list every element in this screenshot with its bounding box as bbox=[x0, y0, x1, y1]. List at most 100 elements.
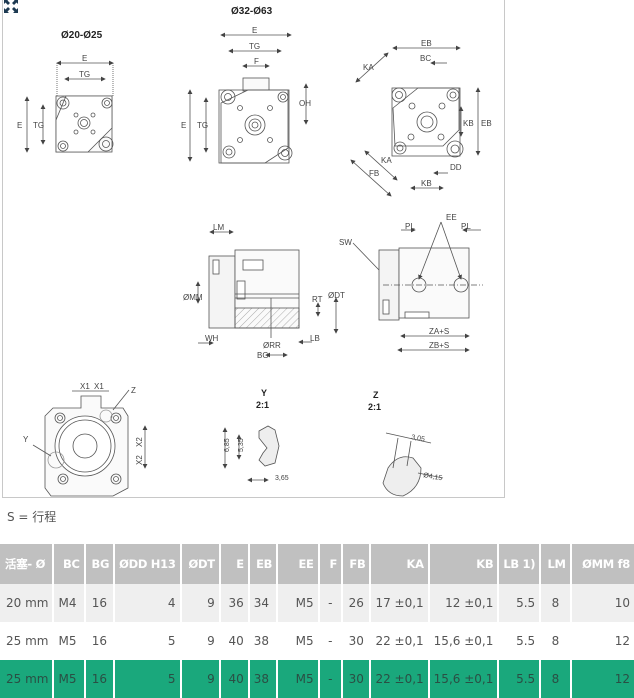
dim-label: LB bbox=[310, 334, 320, 343]
cell-ka: 22 ±0,1 bbox=[369, 622, 429, 660]
cell-lm: 8 bbox=[539, 622, 571, 660]
col-header-dd[interactable]: ØDD H13 bbox=[113, 544, 181, 584]
dim-value: Ø4,15 bbox=[423, 472, 443, 482]
cell-e: 40 bbox=[218, 622, 249, 660]
cell-fb: 26 bbox=[341, 584, 371, 622]
dim-label: DD bbox=[450, 163, 462, 172]
cell-ka: 22 ±0,1 bbox=[369, 660, 429, 698]
dim-label: LM bbox=[213, 223, 224, 232]
dim-label: X2 bbox=[135, 437, 144, 447]
cell-lb: 5.5 bbox=[497, 584, 541, 622]
small-bore-title: Ø20-Ø25 bbox=[61, 30, 103, 41]
col-header-lb[interactable]: LB 1) bbox=[497, 544, 541, 584]
dim-label: F bbox=[254, 57, 259, 66]
cell-lm: 8 bbox=[539, 584, 571, 622]
detail-y-view bbox=[222, 425, 280, 483]
cell-mm: 10 bbox=[569, 584, 634, 622]
dim-label: EB bbox=[421, 39, 432, 48]
cell-mm: 12 bbox=[569, 660, 634, 698]
dim-label: SW bbox=[339, 238, 352, 247]
cell-e: 40 bbox=[218, 660, 249, 698]
small-bore-view bbox=[24, 60, 114, 153]
col-header-ee[interactable]: EE bbox=[276, 544, 319, 584]
dimension-drawing-svg: Ø20-Ø25 Ø32-Ø63 E TG E TG E TG F E TG OH… bbox=[17, 6, 492, 497]
table-row[interactable]: 25 mm M5 16 5 9 40 38 M5 - 30 22 ±0,1 15… bbox=[0, 622, 634, 660]
stroke-note: S = 行程 bbox=[7, 510, 57, 524]
dim-label: E bbox=[181, 121, 186, 130]
dim-label: X1 bbox=[94, 382, 104, 391]
col-header-dt[interactable]: ØDT bbox=[179, 544, 220, 584]
expand-arrows-icon[interactable] bbox=[3, 0, 19, 14]
rotated-flange-view bbox=[350, 45, 481, 197]
detail-y-scale: 2:1 bbox=[256, 400, 269, 410]
dim-label: X1 bbox=[80, 382, 90, 391]
cell-piston-diameter: 25 mm bbox=[0, 660, 54, 698]
cell-eb: 38 bbox=[247, 622, 278, 660]
dim-label: TG bbox=[197, 121, 208, 130]
cell-dd: 4 bbox=[113, 584, 181, 622]
col-header-e[interactable]: E bbox=[218, 544, 249, 584]
dim-label: EB bbox=[481, 119, 492, 128]
cell-ee: M5 bbox=[276, 660, 319, 698]
side-exterior-view bbox=[352, 221, 483, 353]
cell-dd: 5 bbox=[113, 622, 181, 660]
detail-y-title: Y bbox=[261, 388, 267, 398]
table-row[interactable]: 20 mm M4 16 4 9 36 34 M5 - 26 17 ±0,1 12… bbox=[0, 584, 634, 622]
table-header-row: 活塞- Ø BC BG ØDD H13 ØDT E EB EE F FB KA … bbox=[0, 544, 634, 584]
dim-value: 5,35 bbox=[238, 438, 245, 452]
col-header-kb[interactable]: KB bbox=[427, 544, 499, 584]
cell-dd: 5 bbox=[113, 660, 181, 698]
cell-dt: 9 bbox=[179, 584, 220, 622]
col-header-lm[interactable]: LM bbox=[539, 544, 571, 584]
col-header-f[interactable]: F bbox=[317, 544, 343, 584]
cell-eb: 34 bbox=[247, 584, 278, 622]
dimensions-table: 活塞- Ø BC BG ØDD H13 ØDT E EB EE F FB KA … bbox=[0, 544, 634, 698]
detail-z-title: Z bbox=[373, 390, 379, 400]
cell-bc: M5 bbox=[52, 622, 85, 660]
dim-label: KB bbox=[421, 179, 432, 188]
dim-label: TG bbox=[79, 70, 90, 79]
col-header-piston-diameter[interactable]: 活塞- Ø bbox=[0, 544, 54, 584]
dim-label: PL bbox=[405, 222, 415, 231]
side-section-view bbox=[195, 229, 339, 358]
col-header-bg[interactable]: BG bbox=[83, 544, 115, 584]
technical-drawing: Ø20-Ø25 Ø32-Ø63 E TG E TG E TG F E TG OH… bbox=[2, 0, 505, 498]
col-header-eb[interactable]: EB bbox=[247, 544, 278, 584]
dim-label: ØMM bbox=[183, 293, 203, 302]
table-row-selected[interactable]: 25 mm M5 16 5 9 40 38 M5 - 30 22 ±0,1 15… bbox=[0, 660, 634, 698]
dim-label: KB bbox=[463, 119, 474, 128]
cell-dt: 9 bbox=[179, 660, 220, 698]
cell-piston-diameter: 25 mm bbox=[0, 622, 54, 660]
cell-fb: 30 bbox=[341, 622, 371, 660]
col-header-ka[interactable]: KA bbox=[369, 544, 429, 584]
col-header-mm[interactable]: ØMM f8 bbox=[569, 544, 634, 584]
dim-label: PL bbox=[461, 222, 471, 231]
dim-label: RT bbox=[312, 295, 323, 304]
dim-label: Y bbox=[23, 435, 29, 444]
dim-label: KA bbox=[381, 156, 392, 165]
cell-ee: M5 bbox=[276, 622, 319, 660]
cell-kb: 15,6 ±0,1 bbox=[427, 660, 499, 698]
dim-label: Z bbox=[131, 386, 136, 395]
cell-f: - bbox=[317, 584, 343, 622]
cell-piston-diameter: 20 mm bbox=[0, 584, 54, 622]
cell-kb: 12 ±0,1 bbox=[427, 584, 499, 622]
dim-label: WH bbox=[205, 334, 219, 343]
dim-label: ØRR bbox=[263, 341, 281, 350]
cell-f: - bbox=[317, 660, 343, 698]
cell-fb: 30 bbox=[341, 660, 371, 698]
cell-bc: M4 bbox=[52, 584, 85, 622]
cell-mm: 12 bbox=[569, 622, 634, 660]
col-header-bc[interactable]: BC bbox=[52, 544, 85, 584]
detail-z-view bbox=[382, 432, 444, 497]
col-header-fb[interactable]: FB bbox=[341, 544, 371, 584]
dim-label: ZB+S bbox=[429, 341, 449, 350]
dim-label: ØDT bbox=[328, 291, 345, 300]
dim-value: 3,65 bbox=[275, 475, 289, 482]
dim-label: BC bbox=[420, 54, 431, 63]
large-bore-title: Ø32-Ø63 bbox=[231, 6, 273, 17]
detail-z-scale: 2:1 bbox=[368, 402, 381, 412]
dim-label: ZA+S bbox=[429, 327, 449, 336]
dim-label: EE bbox=[446, 213, 457, 222]
dim-label: E bbox=[252, 26, 257, 35]
